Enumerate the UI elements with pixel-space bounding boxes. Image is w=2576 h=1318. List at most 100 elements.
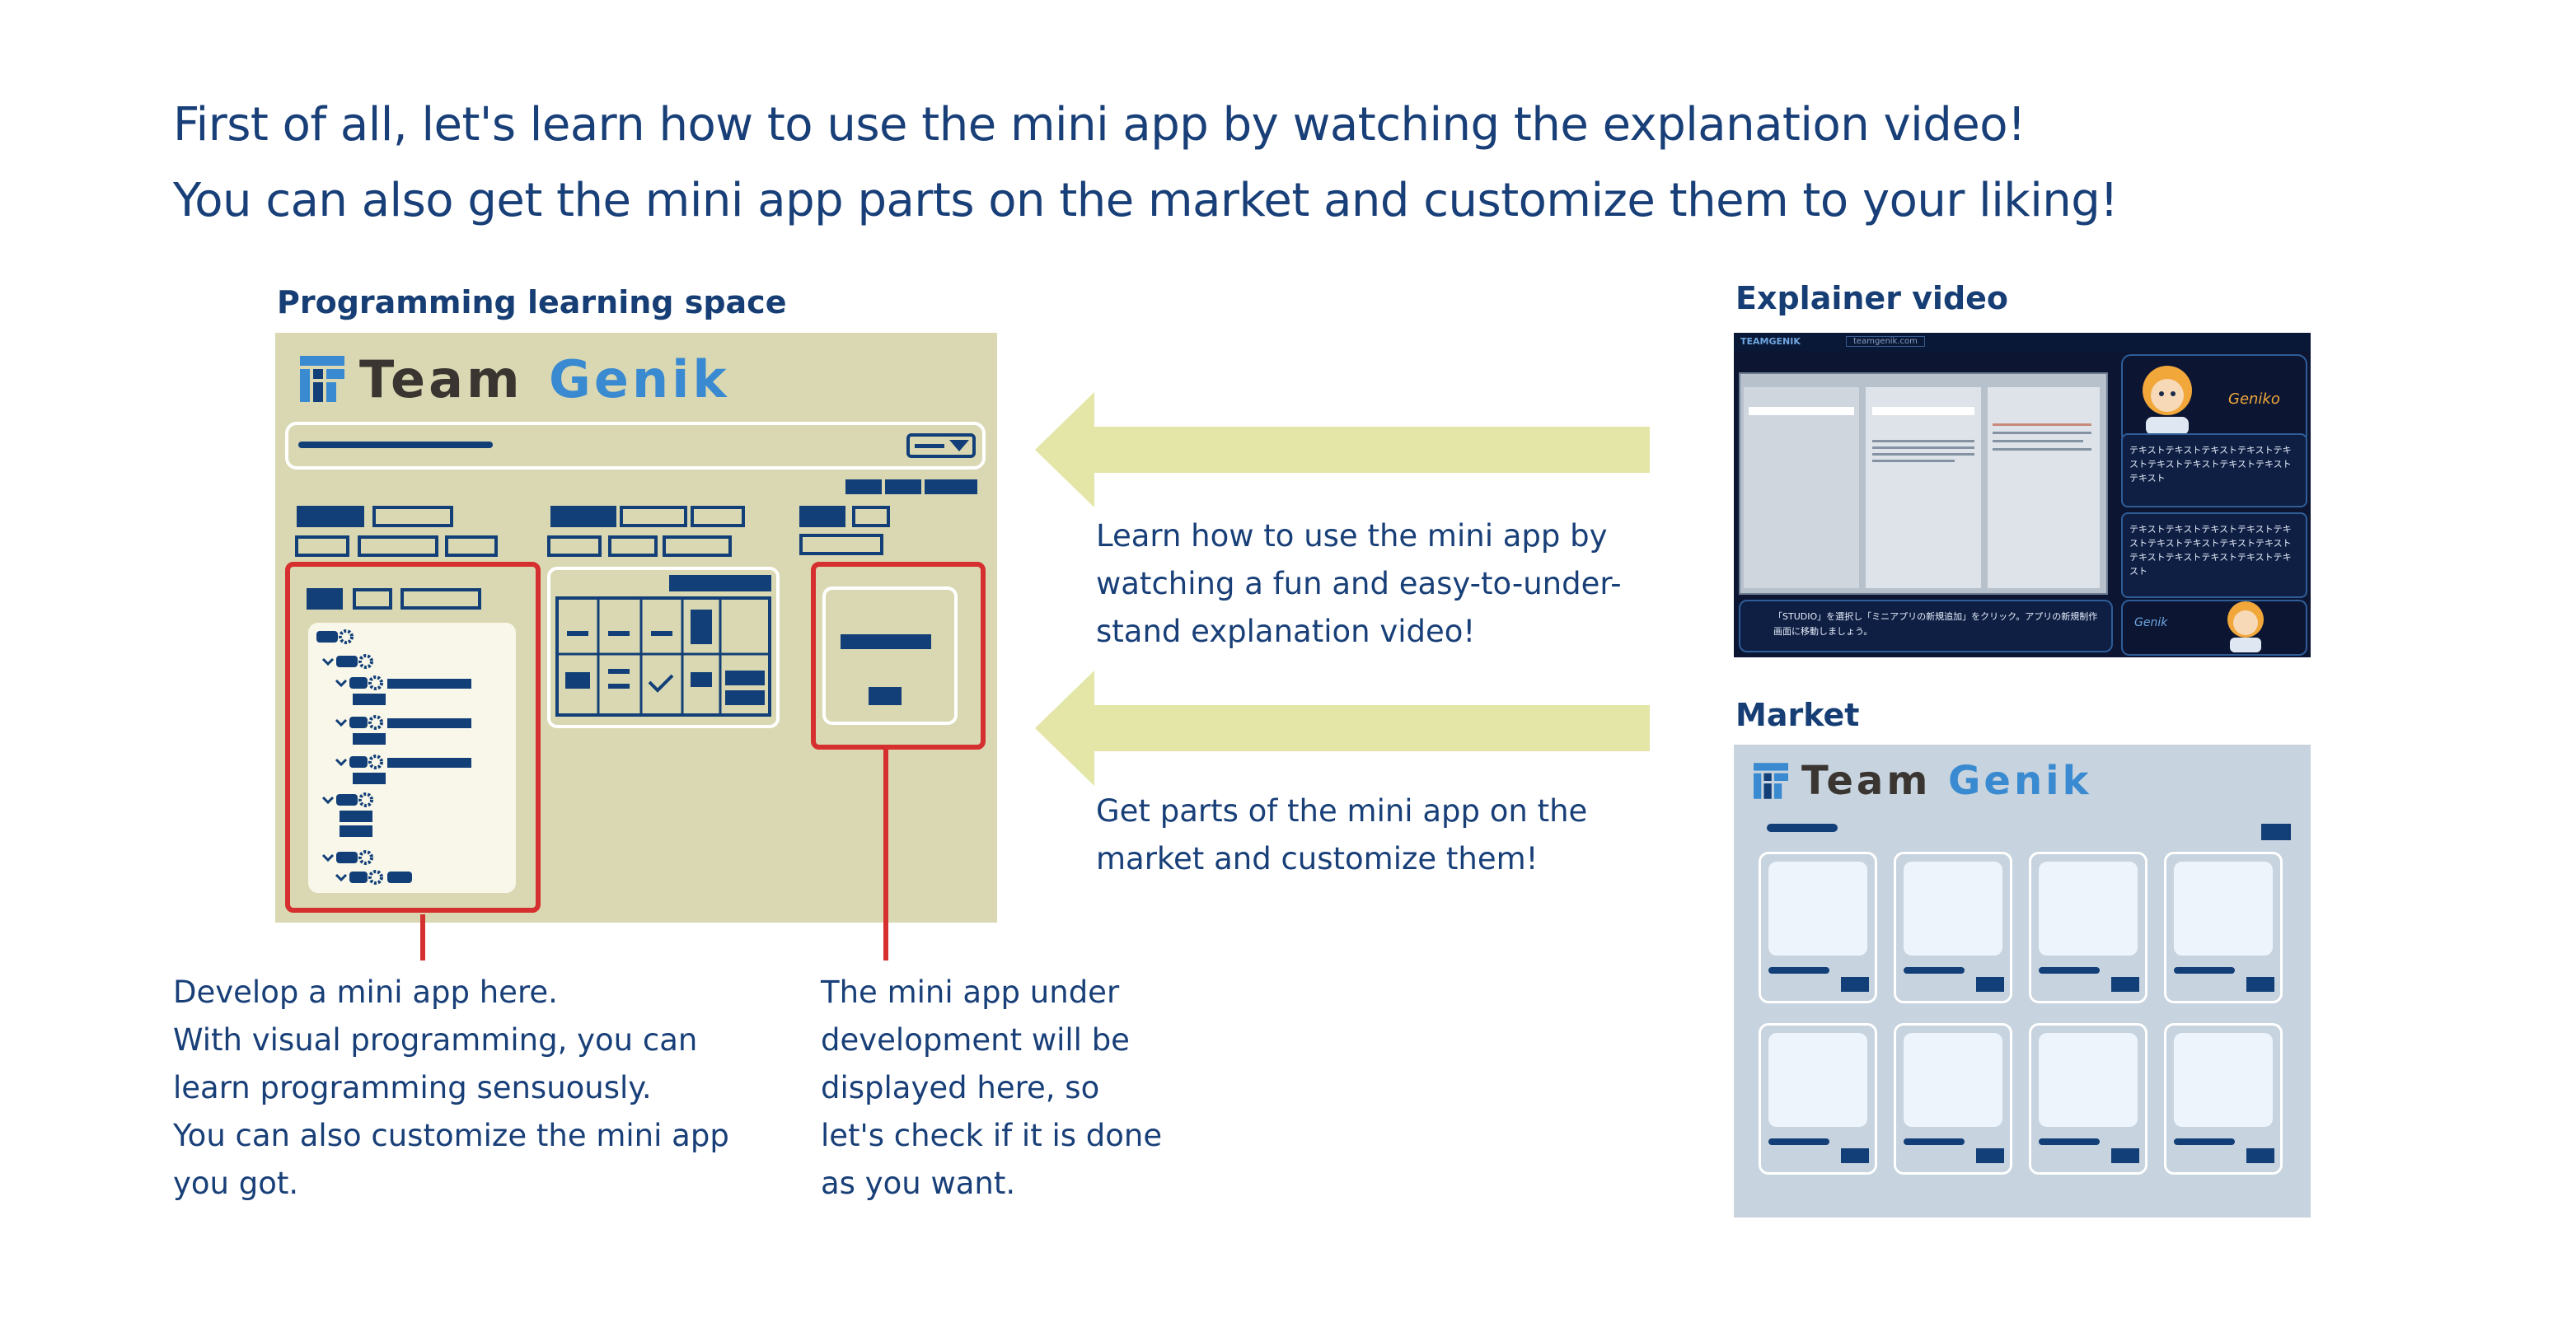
market-card-title	[2174, 1138, 2235, 1145]
tab-button-2[interactable]	[372, 506, 453, 527]
market-logo-mark-icon	[1754, 763, 1788, 799]
mini-app-preview[interactable]	[822, 587, 958, 725]
code-area-highlight	[285, 562, 541, 913]
market-card-button[interactable]	[1976, 1148, 2004, 1163]
dropdown-button[interactable]	[906, 433, 976, 458]
programming-space-title: Programming learning space	[277, 284, 787, 320]
preview-button[interactable]	[869, 687, 902, 705]
preview-connector-line	[883, 746, 888, 960]
video-topbar	[1734, 333, 2311, 351]
programming-space-panel: Team Genik	[275, 333, 997, 923]
market-card-button[interactable]	[2111, 1148, 2139, 1163]
market-card-button[interactable]	[2246, 977, 2274, 992]
explainer-video-thumbnail[interactable]: TEAMGENIK teamgenik.com Geniko テキストテキストテ…	[1734, 333, 2311, 657]
market-arrow-description: Get parts of the mini app on the market …	[1096, 793, 1588, 876]
headline-line-1: First of all, let's learn how to use the…	[173, 98, 2026, 152]
market-card[interactable]	[2029, 852, 2147, 1003]
market-card-button[interactable]	[2246, 1148, 2274, 1163]
tab-button-3[interactable]	[295, 535, 349, 557]
market-card[interactable]	[2164, 1023, 2283, 1175]
preview-bar	[841, 634, 931, 649]
video-instruction-text: 「STUDIO」を選択し「ミニアプリの新規追加」をクリック。アプリの新規制作画面…	[1773, 611, 2098, 637]
video-arrow-description: Learn how to use the mini app by watchin…	[1096, 518, 1622, 649]
market-menu-button[interactable]	[2261, 824, 2291, 840]
market-card-button[interactable]	[2111, 977, 2139, 992]
market-card-image	[2174, 862, 2273, 956]
market-card-title	[1768, 967, 1829, 974]
video-text-bubble-2: テキストテキストテキストテキストテキストテキストテキストテキストテキストテキスト…	[2121, 512, 2307, 598]
market-card-title	[1904, 967, 1965, 974]
market-heading-bar	[1767, 824, 1838, 832]
market-logo-team-text: Team	[1801, 758, 1932, 804]
tab-button-9[interactable]	[547, 535, 602, 557]
market-card[interactable]	[1894, 1023, 2012, 1175]
data-table-grid	[555, 596, 771, 717]
tab-button-14[interactable]	[799, 534, 883, 555]
tab-button-4[interactable]	[358, 535, 438, 557]
data-table-panel	[547, 567, 780, 728]
market-card-title	[2039, 1138, 2100, 1145]
market-card-button[interactable]	[1841, 1148, 1869, 1163]
bubble-text-1: テキストテキストテキストテキストテキストテキストテキストテキストテキストテキスト	[2129, 445, 2292, 484]
market-card-title	[2174, 967, 2235, 974]
market-card-title	[1768, 1138, 1829, 1145]
chevron-down-icon	[949, 440, 969, 451]
video-footer-panel	[2121, 600, 2307, 656]
video-app-window	[1739, 372, 2108, 595]
market-card-title	[1904, 1138, 1965, 1145]
toolbar-button-1[interactable]	[845, 479, 882, 494]
video-arrow-icon	[1035, 392, 1650, 507]
code-blocks	[316, 629, 471, 885]
market-card-image	[2174, 1033, 2273, 1127]
video-instruction-box: 「STUDIO」を選択し「ミニアプリの新規追加」をクリック。アプリの新規制作画面…	[1739, 600, 2113, 652]
logo-genik-text: Genik	[549, 349, 730, 409]
block-tree[interactable]	[308, 623, 516, 893]
market-panel: Team Genik	[1734, 745, 2311, 1218]
table-header-bar	[669, 575, 771, 591]
preview-highlight	[811, 562, 986, 750]
market-card-button[interactable]	[1976, 977, 2004, 992]
tab-button-11[interactable]	[663, 535, 732, 557]
market-card-image	[2039, 1033, 2138, 1127]
market-card-title	[2039, 967, 2100, 974]
tab-button-10[interactable]	[608, 535, 658, 557]
logo-team-text: Team	[359, 349, 523, 409]
preview-description: The mini app under development will be d…	[821, 974, 1163, 1201]
market-card[interactable]	[2164, 852, 2283, 1003]
market-card[interactable]	[1894, 852, 2012, 1003]
market-card-image	[2039, 862, 2138, 956]
tab-button-8[interactable]	[691, 506, 745, 527]
tab-button-1[interactable]	[297, 506, 364, 527]
explainer-video-title: Explainer video	[1735, 280, 2009, 316]
headline-line-2: You can also get the mini app parts on t…	[173, 174, 2119, 227]
character-small-icon	[2227, 601, 2264, 652]
market-card-image	[1768, 862, 1867, 956]
toolbar-button-3[interactable]	[925, 479, 977, 494]
logo-mark-icon	[300, 356, 344, 402]
video-footer-logo: Genik	[2134, 616, 2168, 629]
develop-description: Develop a mini app here. With visual pro…	[173, 974, 729, 1201]
toolbar-button-2[interactable]	[885, 479, 921, 494]
market-card[interactable]	[2029, 1023, 2147, 1175]
market-card[interactable]	[1759, 1023, 1877, 1175]
video-url: teamgenik.com	[1846, 336, 1925, 347]
develop-connector-line	[420, 914, 425, 960]
code-tab-2[interactable]	[353, 588, 392, 610]
market-arrow-icon	[1035, 671, 1650, 786]
code-tab-3[interactable]	[400, 588, 481, 610]
market-card-button[interactable]	[1841, 977, 1869, 992]
market-card-image	[1904, 862, 2002, 956]
bubble-text-2: テキストテキストテキストテキストテキストテキストテキストテキストテキストテキスト…	[2129, 524, 2292, 577]
character-name: Geniko	[2228, 390, 2280, 408]
tab-button-13[interactable]	[852, 506, 890, 527]
code-tab-1[interactable]	[307, 588, 343, 610]
tab-button-12[interactable]	[799, 506, 845, 527]
market-logo-genik-text: Genik	[1948, 758, 2092, 804]
tab-button-5[interactable]	[445, 535, 498, 557]
dropdown-line	[915, 444, 944, 448]
tab-button-6[interactable]	[550, 506, 616, 527]
market-card[interactable]	[1759, 852, 1877, 1003]
address-bar[interactable]	[285, 422, 986, 470]
character-avatar-icon	[2143, 366, 2192, 435]
tab-button-7[interactable]	[620, 506, 687, 527]
